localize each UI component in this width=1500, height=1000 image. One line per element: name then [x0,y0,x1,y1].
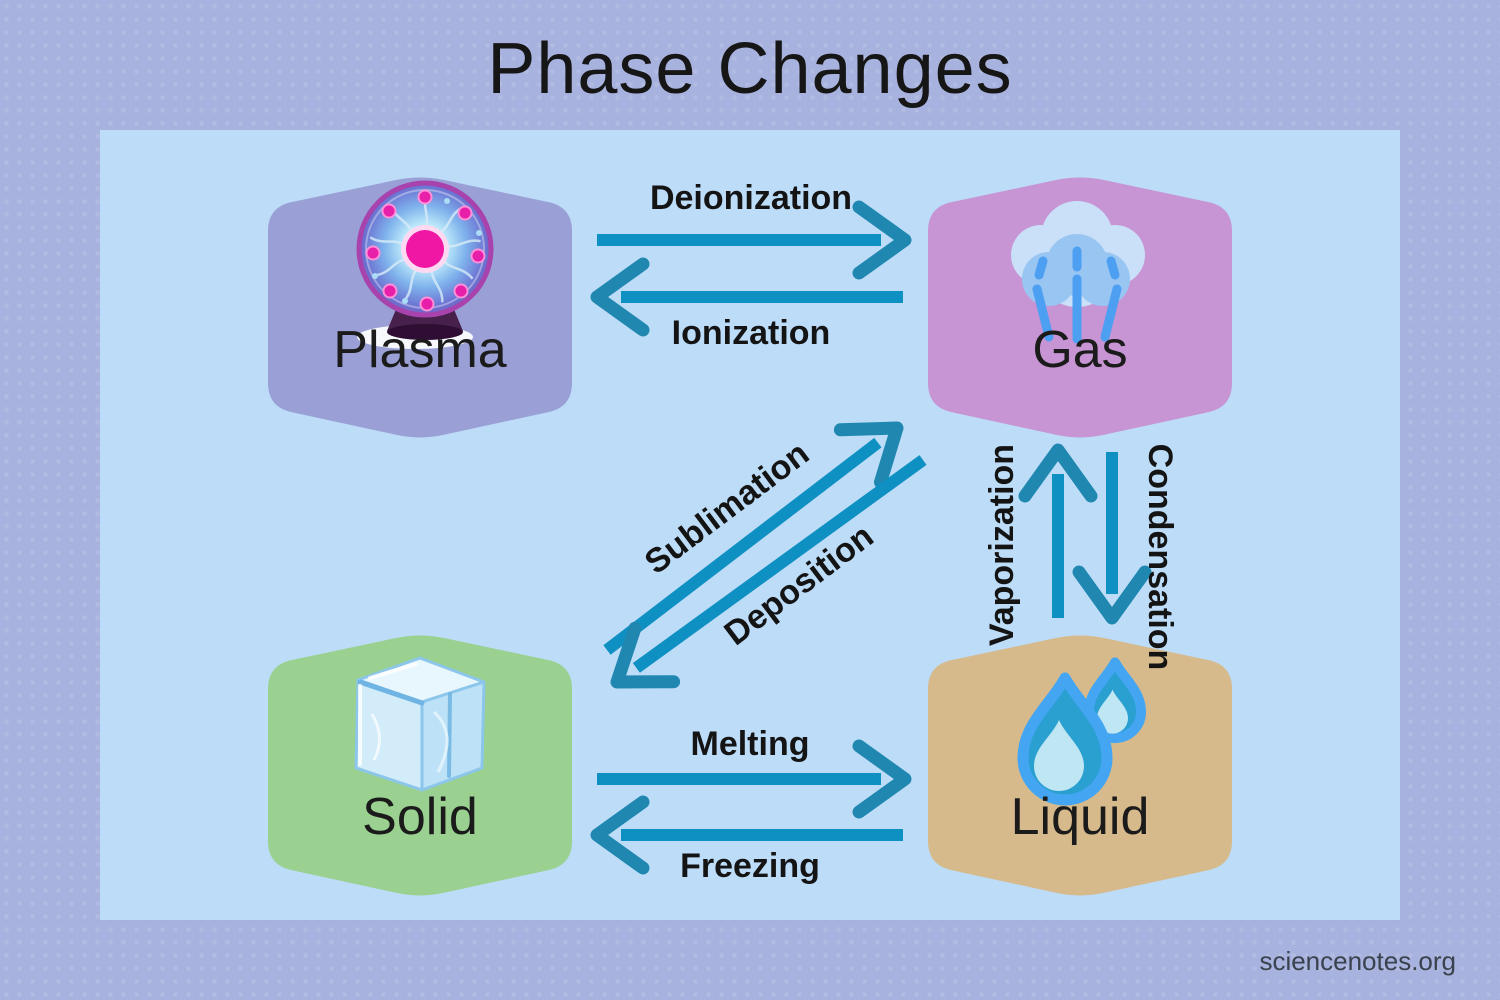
transition-label-ionization: Ionization [671,314,831,352]
transition-label-melting: Melting [690,725,810,763]
state-card-gas: Gas [928,175,1232,440]
transition-label-deionization: Deionization [649,179,853,217]
source-watermark: sciencenotes.org [1259,946,1456,976]
transition-label-vaporization: Vaporization [983,443,1021,647]
state-card-plasma: Plasma [268,175,572,440]
state-label-gas: Gas [1032,321,1128,379]
state-card-solid: Solid [268,633,572,898]
state-label-liquid: Liquid [1010,788,1150,846]
state-card-liquid: Liquid [928,633,1232,898]
water-drops-icon [1017,657,1147,806]
gas-cloud-icon [1011,201,1145,344]
plasma-ball-icon [356,180,494,349]
state-label-plasma: Plasma [333,321,507,379]
ice-cube-icon [354,656,486,792]
page-title: Phase Changes [487,29,1013,109]
state-label-solid: Solid [362,788,478,846]
transition-label-freezing: Freezing [680,847,820,885]
transition-label-condensation: Condensation [1141,443,1179,671]
